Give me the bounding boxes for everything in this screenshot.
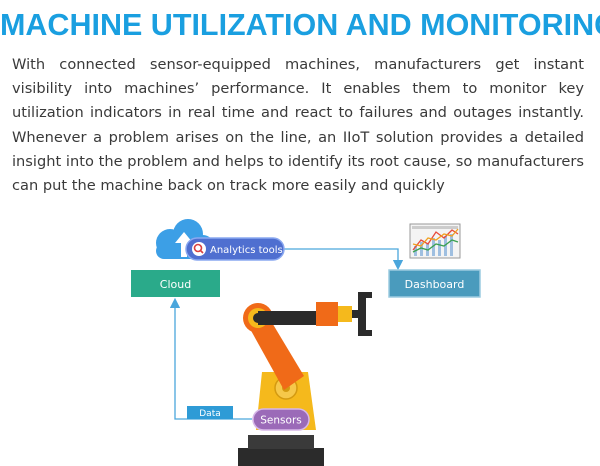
dashboard-box: Dashboard [388, 269, 481, 298]
sensors-pill: Sensors [252, 408, 310, 431]
data-to-cloud-arrow [169, 297, 252, 420]
cloud-label: Cloud [160, 278, 191, 291]
dashboard-label: Dashboard [405, 278, 465, 291]
data-label: Data [199, 409, 221, 419]
cloud-box: Cloud [131, 270, 220, 297]
description-paragraph: With connected sensor-equipped machines,… [12, 56, 584, 195]
analytics-label: Analytics tools [210, 245, 283, 256]
analytics-to-dashboard-arrow [284, 248, 404, 271]
data-box: Data [187, 406, 233, 419]
dashboard-chart-icon [409, 223, 461, 259]
page-title: MACHINE UTILIZATION AND MONITORING [0, 8, 600, 42]
robot-arm-icon [238, 292, 372, 466]
sensors-label: Sensors [260, 415, 301, 427]
analytics-tools-pill: Analytics tools [185, 237, 285, 261]
